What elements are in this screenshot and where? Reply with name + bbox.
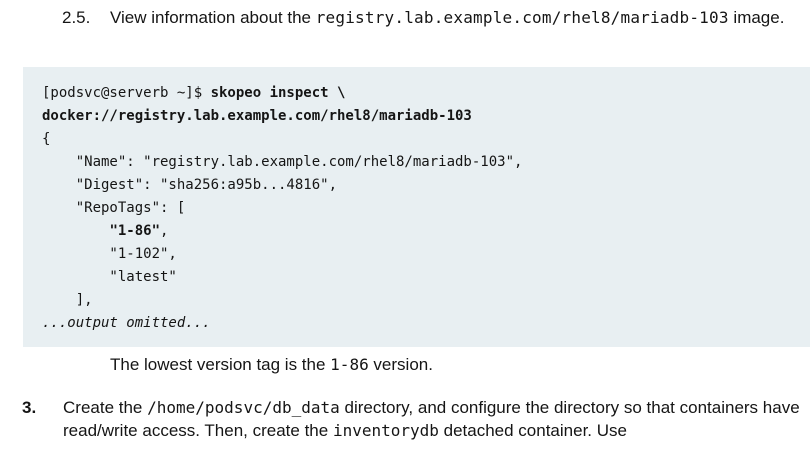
indent (42, 223, 109, 239)
comma: , (160, 223, 169, 239)
step-text-part: Create the (63, 398, 148, 417)
image-reference: registry.lab.example.com/rhel8/mariadb-1… (315, 8, 729, 27)
step-number: 3. (22, 398, 37, 417)
output-omitted: ...output omitted... (42, 315, 211, 331)
shell-prompt: [podsvc@serverb ~]$ (42, 85, 211, 101)
terminal-code-block: [podsvc@serverb ~]$ skopeo inspect \ doc… (23, 67, 810, 347)
json-tag-line: "latest" (42, 269, 177, 285)
note-text: version. (368, 355, 433, 374)
note-text: The lowest version tag is the (110, 355, 331, 374)
step-text: View information about the registry.lab.… (110, 7, 800, 29)
json-tag-line: "1-102", (42, 246, 177, 262)
version-tag: 1-86 (330, 355, 369, 374)
directory-path: /home/podsvc/db_data (147, 398, 340, 417)
code-content: [podsvc@serverb ~]$ skopeo inspect \ doc… (42, 82, 522, 335)
step-text-part: detached container. Use (438, 421, 627, 440)
step-text-part: directory, and configure the directory s… (63, 398, 800, 440)
step-text: Create the /home/podsvc/db_data director… (63, 396, 807, 442)
command-text: skopeo inspect \ (210, 85, 346, 101)
json-repotags-line: "RepoTags": [ (42, 200, 186, 216)
command-text-continued: docker://registry.lab.example.com/rhel8/… (42, 108, 472, 124)
step-text-part: View information about the (110, 8, 316, 27)
json-close-bracket: ], (42, 292, 93, 308)
json-digest-line: "Digest": "sha256:a95b...4816", (42, 177, 338, 193)
json-name-line: "Name": "registry.lab.example.com/rhel8/… (42, 154, 523, 170)
json-open-brace: { (42, 131, 51, 147)
step-text-part: image. (728, 8, 785, 27)
container-name: inventorydb (332, 421, 439, 440)
lowest-version-note: The lowest version tag is the 1-86 versi… (110, 354, 433, 376)
json-tag-lowest: "1-86" (109, 223, 161, 239)
step-number: 2.5. (62, 8, 91, 27)
